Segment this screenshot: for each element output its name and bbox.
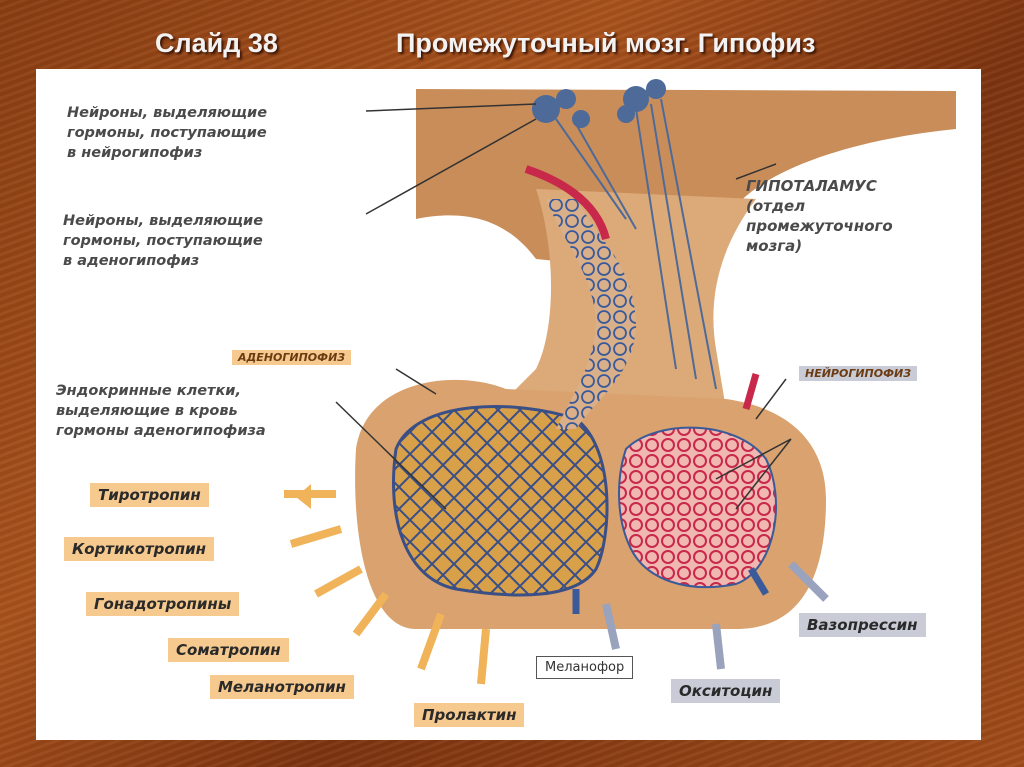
- label-hypothalamus: ГИПОТАЛАМУС (отдел промежуточного мозга): [746, 177, 893, 255]
- neuron-cluster: [532, 79, 666, 128]
- slide-number: Слайд 38: [155, 28, 278, 58]
- hormone-box-tirotropin: Тиротропин: [90, 483, 209, 507]
- label-neurons-adenohypophysis: Нейроны, выделяющие гормоны, поступающие…: [63, 213, 264, 269]
- label-neurons-neurohypophysis: Нейроны, выделяющие гормоны, поступающие…: [67, 105, 268, 161]
- hormone-box-prolaktin: Пролактин: [414, 703, 525, 727]
- label-neurohypophysis: НЕЙРОГИПОФИЗ: [799, 366, 918, 381]
- adenohypophysis-lobe: [392, 405, 609, 597]
- portal-vessels: [546, 199, 636, 429]
- neuro-hormone-arrows: [602, 561, 829, 670]
- hormone-box-oksitocin: Окситоцин: [671, 679, 781, 703]
- neuron-axons: [555, 98, 717, 390]
- neurohypophysis-lobe: [618, 426, 777, 588]
- artery-red-right: [742, 373, 760, 410]
- diagram-panel: Нейроны, выделяющие гормоны, поступающие…: [36, 69, 981, 740]
- hormone-box-somatropin: Соматропин: [168, 638, 289, 662]
- label-melanophor: Меланофор: [536, 656, 634, 679]
- label-endocrine-cells: Эндокринные клетки, выделяющие в кровь г…: [56, 383, 266, 439]
- vein-blue-right: [747, 567, 770, 596]
- hormone-box-vazopressin: Вазопрессин: [799, 613, 926, 637]
- pituitary-illustration: [284, 79, 956, 685]
- label-adenohypophysis: АДЕНОГИПОФИЗ: [232, 350, 352, 365]
- hormone-box-kortikotropin: Кортикотропин: [64, 537, 214, 561]
- adeno-hormone-arrows: [284, 484, 490, 685]
- slide-title: Промежуточный мозг. Гипофиз: [396, 28, 816, 58]
- hormone-box-melanotropin: Меланотропин: [210, 675, 354, 699]
- artery-red: [524, 165, 610, 241]
- hormone-box-gonadotropiny: Гонадотропины: [86, 592, 240, 616]
- pointer-lines: [335, 103, 792, 510]
